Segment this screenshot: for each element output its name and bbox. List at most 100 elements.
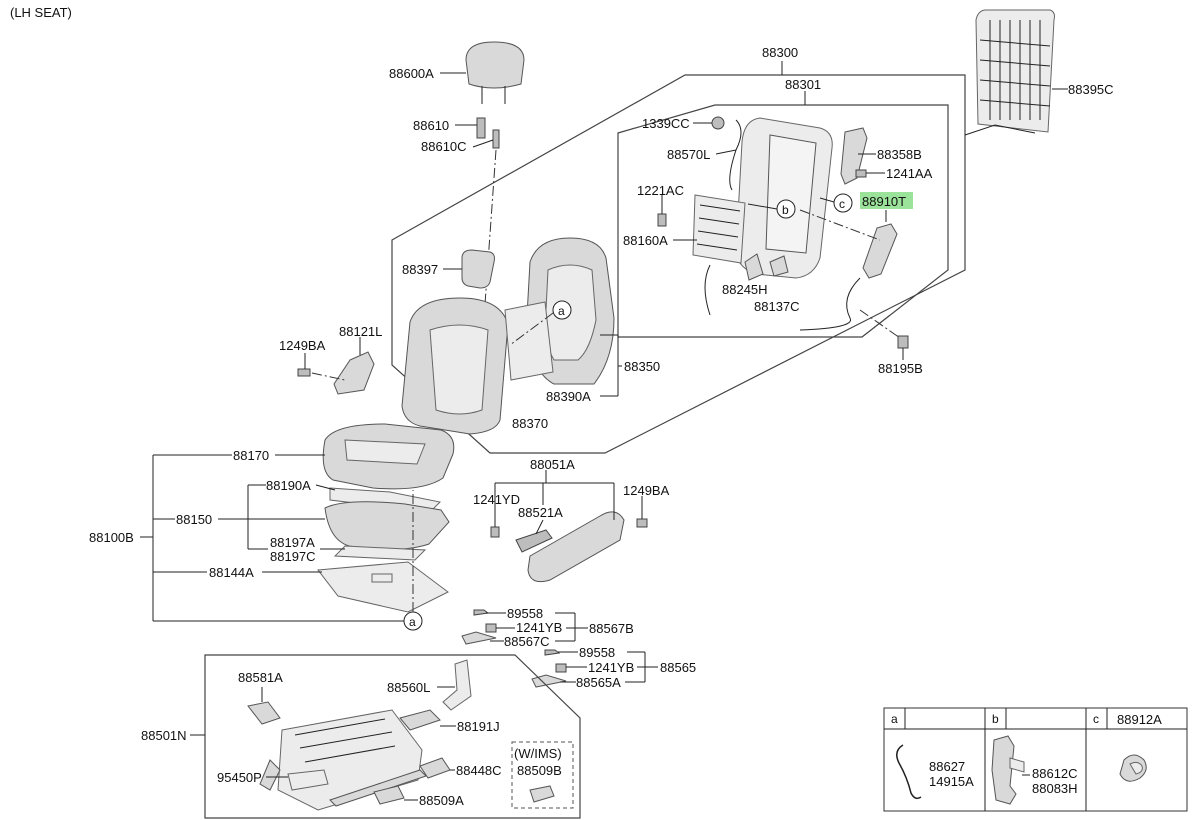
cover-88358B[interactable]	[840, 127, 868, 185]
legend-b-motor[interactable]	[991, 735, 1025, 805]
highlight-88910T	[860, 192, 913, 209]
bezel-88397[interactable]	[461, 249, 495, 289]
legend-c-clip[interactable]	[1119, 754, 1147, 782]
seatback-frame[interactable]	[735, 117, 833, 279]
legend-b-88612C: 88612C	[1032, 766, 1078, 781]
label-88301: 88301	[785, 77, 821, 92]
label-1241YB-upper: 1241YB	[516, 620, 562, 635]
ref-circle-c: c	[833, 193, 853, 213]
headrest-guide-88610C[interactable]	[492, 129, 500, 149]
label-88509A: 88509A	[419, 793, 464, 808]
ref-circle-b: b	[776, 199, 796, 219]
control-module-95450P[interactable]	[287, 769, 329, 791]
screw-1241YD[interactable]	[490, 526, 500, 538]
legend-col-b: b	[992, 712, 999, 726]
bracket-88191J[interactable]	[399, 709, 441, 731]
label-88395C: 88395C	[1068, 82, 1114, 97]
label-88137C: 88137C	[754, 299, 800, 314]
label-95450P: 95450P	[217, 770, 262, 785]
label-88509B: 88509B	[517, 763, 562, 778]
label-88581A: 88581A	[238, 670, 283, 685]
label-1221AC: 1221AC	[637, 183, 684, 198]
screw-1241YB-upper[interactable]	[485, 623, 497, 633]
bolt-88195B[interactable]	[897, 335, 909, 349]
legend-c-part: 88912A	[1117, 712, 1162, 727]
label-88910T[interactable]: 88910T	[862, 194, 906, 209]
label-1249BA-left: 1249BA	[279, 338, 326, 353]
wire-88570L[interactable]	[729, 119, 742, 191]
label-88610: 88610	[413, 118, 449, 133]
screw-1241AA[interactable]	[855, 169, 867, 178]
side-airbag-88910T[interactable]	[799, 223, 898, 331]
cover-88121L[interactable]	[333, 351, 375, 395]
label-88197A: 88197A	[270, 535, 315, 550]
label-1339CC: 1339CC	[642, 116, 690, 131]
cushion-pad-88144A[interactable]	[317, 561, 449, 613]
screw-1241YB-lower[interactable]	[555, 663, 567, 673]
label-88567C: 88567C	[504, 634, 550, 649]
back-panel-88390A[interactable]	[504, 301, 554, 381]
label-88051A: 88051A	[530, 457, 575, 472]
lumbar-support-88160A[interactable]	[692, 194, 746, 316]
label-88358B: 88358B	[877, 147, 922, 162]
svg-text:c: c	[839, 197, 845, 211]
bracket-88245H[interactable]	[744, 253, 764, 281]
label-88560L: 88560L	[387, 680, 430, 695]
screw-1249BA-right[interactable]	[636, 518, 648, 528]
legend-col-c: c	[1093, 712, 1099, 726]
label-88610C: 88610C	[421, 139, 467, 154]
motor-88509B[interactable]	[529, 785, 555, 803]
wims-option-box	[511, 741, 574, 809]
label-88150: 88150	[176, 512, 212, 527]
label-88160A: 88160A	[623, 233, 668, 248]
headrest-88600A[interactable]	[465, 41, 525, 104]
seat-cushion-88150[interactable]	[324, 501, 450, 551]
seat-cushion-cover-88170[interactable]	[322, 423, 455, 490]
clip-89558-upper[interactable]	[473, 609, 490, 616]
label-88190A: 88190A	[266, 478, 311, 493]
label-88370: 88370	[512, 416, 548, 431]
motor-88581A[interactable]	[247, 701, 281, 725]
backrest-cushion-88370[interactable]	[401, 297, 509, 435]
svg-text:b: b	[782, 203, 789, 217]
label-1249BA-right: 1249BA	[623, 483, 670, 498]
side-cover-88051A[interactable]	[527, 511, 625, 583]
clip-89558-lower[interactable]	[544, 649, 561, 656]
back-board-88395C[interactable]	[964, 9, 1055, 136]
label-88191J: 88191J	[457, 719, 500, 734]
label-88565: 88565	[660, 660, 696, 675]
label-88521A: 88521A	[518, 505, 563, 520]
label-wims: (W/IMS)	[514, 746, 562, 761]
cover-88565A[interactable]	[531, 674, 567, 688]
rail-cover-88560L[interactable]	[442, 659, 472, 711]
screw-1249BA-left[interactable]	[297, 368, 311, 377]
label-88448C: 88448C	[456, 763, 502, 778]
label-89558-lower: 89558	[579, 645, 615, 660]
ref-circle-a-bottom: a	[403, 611, 423, 631]
svg-text:a: a	[409, 615, 416, 629]
headrest-guide-88610[interactable]	[476, 117, 486, 139]
legend-a-88627: 88627	[929, 759, 965, 774]
cover-88567C[interactable]	[461, 631, 497, 645]
label-88567B: 88567B	[589, 621, 634, 636]
label-88197C: 88197C	[270, 549, 316, 564]
label-88100B: 88100B	[89, 530, 134, 545]
screw-1221AC[interactable]	[657, 213, 667, 227]
legend-a-wire[interactable]	[896, 744, 922, 800]
nut-1339CC[interactable]	[711, 116, 725, 130]
label-88170: 88170	[233, 448, 269, 463]
label-1241YD: 1241YD	[473, 492, 520, 507]
label-88144A: 88144A	[209, 565, 254, 580]
label-88570L: 88570L	[667, 147, 710, 162]
assembly-frame-88501N	[204, 654, 581, 819]
legend-b-88083H: 88083H	[1032, 781, 1078, 796]
label-88300: 88300	[762, 45, 798, 60]
label-89558-upper: 89558	[507, 606, 543, 621]
motor-88509A[interactable]	[373, 785, 405, 805]
label-88350: 88350	[624, 359, 660, 374]
legend-table	[883, 707, 1188, 812]
bracket-88137C[interactable]	[769, 255, 789, 277]
cushion-pad-88197A[interactable]	[333, 545, 427, 561]
label-88397: 88397	[402, 262, 438, 277]
